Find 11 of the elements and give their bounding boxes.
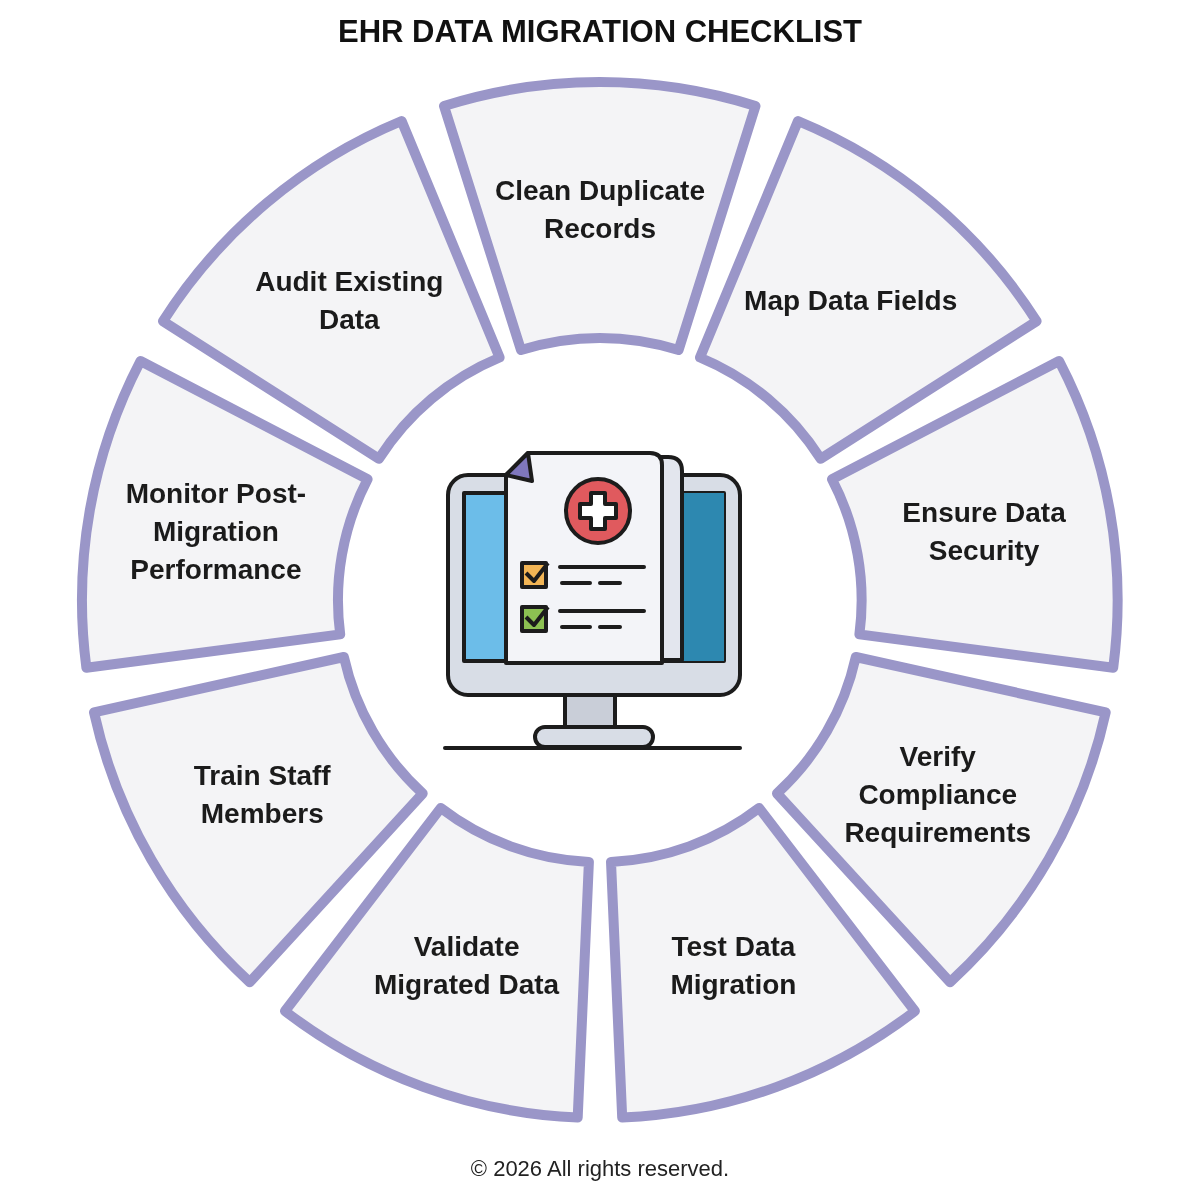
- step-label: Map Data Fields: [743, 284, 959, 319]
- diagram-title: EHR DATA MIGRATION CHECKLIST: [336, 14, 864, 50]
- step-label: Test Data Migration: [669, 930, 798, 1003]
- step-label: Ensure Data Security: [901, 496, 1067, 569]
- step-label: Monitor Post-Migration Performance: [124, 477, 308, 588]
- step-label: Clean Duplicate Records: [493, 174, 706, 246]
- step-label: Verify Compliance Requirements: [843, 740, 1033, 850]
- step-label: Validate Migrated Data: [373, 930, 561, 1003]
- step-label: Audit Existing Data: [254, 265, 445, 338]
- copyright-caption: © 2026 All rights reserved.: [469, 1156, 731, 1182]
- step-label: Train Staff Members: [192, 759, 332, 831]
